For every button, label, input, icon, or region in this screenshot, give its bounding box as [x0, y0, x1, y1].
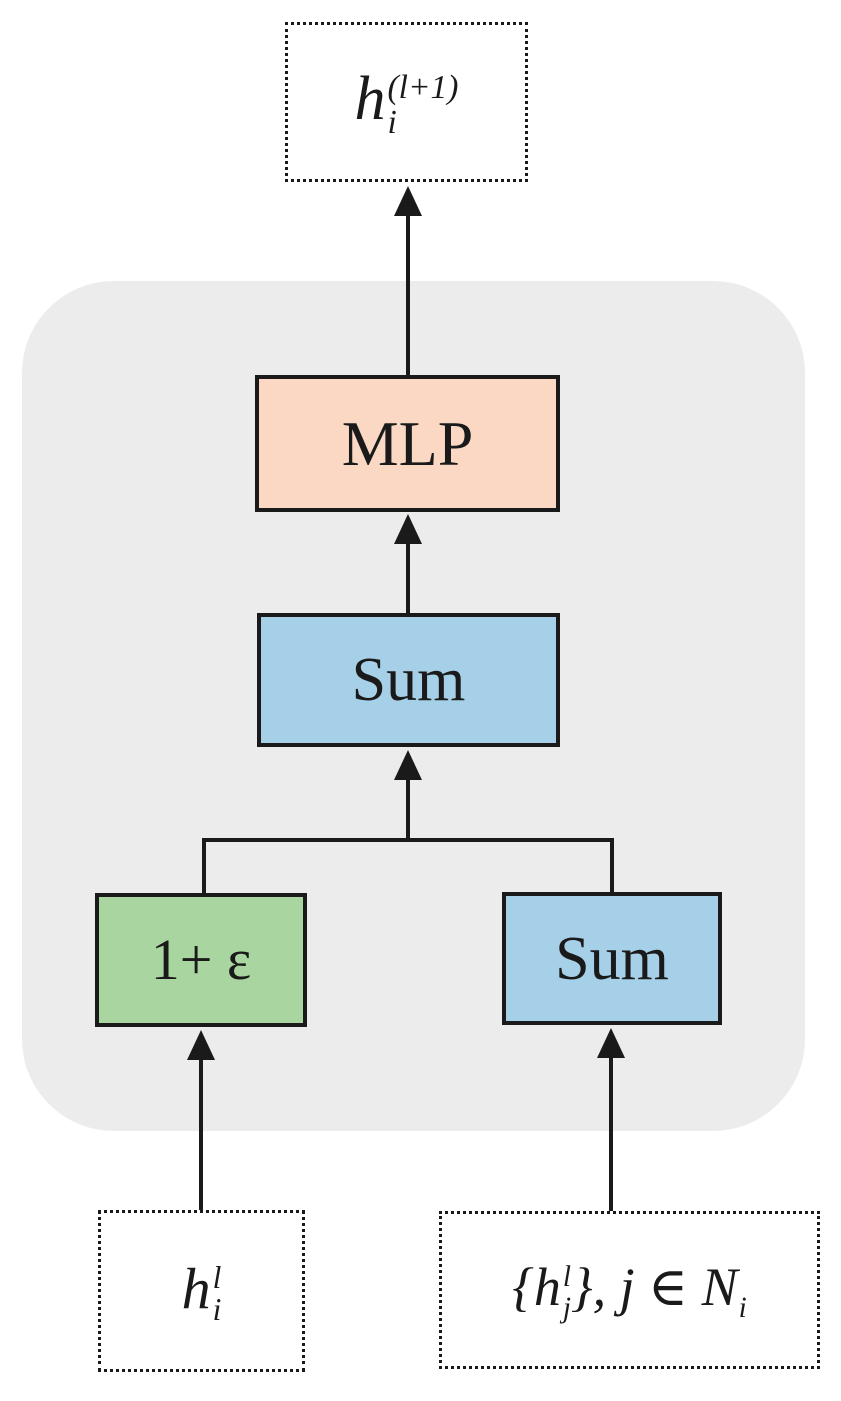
arrow-input-self-to-epsilon — [187, 1030, 215, 1211]
arrow-mlp-to-output — [394, 186, 422, 377]
node-mlp: MLP — [255, 375, 560, 512]
arrow-branch-to-sum — [394, 750, 422, 839]
output-label: h(l+1)i — [354, 65, 459, 141]
branch-connector — [202, 838, 614, 896]
arrow-sum-to-mlp — [394, 514, 422, 615]
node-sum-neighbors: Sum — [502, 892, 722, 1025]
arrow-input-neighbors-to-sum — [597, 1028, 625, 1212]
mlp-label: MLP — [341, 407, 474, 479]
node-one-plus-epsilon: 1+ ε — [95, 893, 307, 1027]
sum-neighbors-label: Sum — [555, 924, 669, 993]
node-output: h(l+1)i — [285, 22, 528, 182]
node-sum-aggregate: Sum — [257, 613, 560, 747]
sum-aggregate-label: Sum — [351, 646, 466, 714]
one-plus-epsilon-label: 1+ ε — [150, 927, 252, 992]
